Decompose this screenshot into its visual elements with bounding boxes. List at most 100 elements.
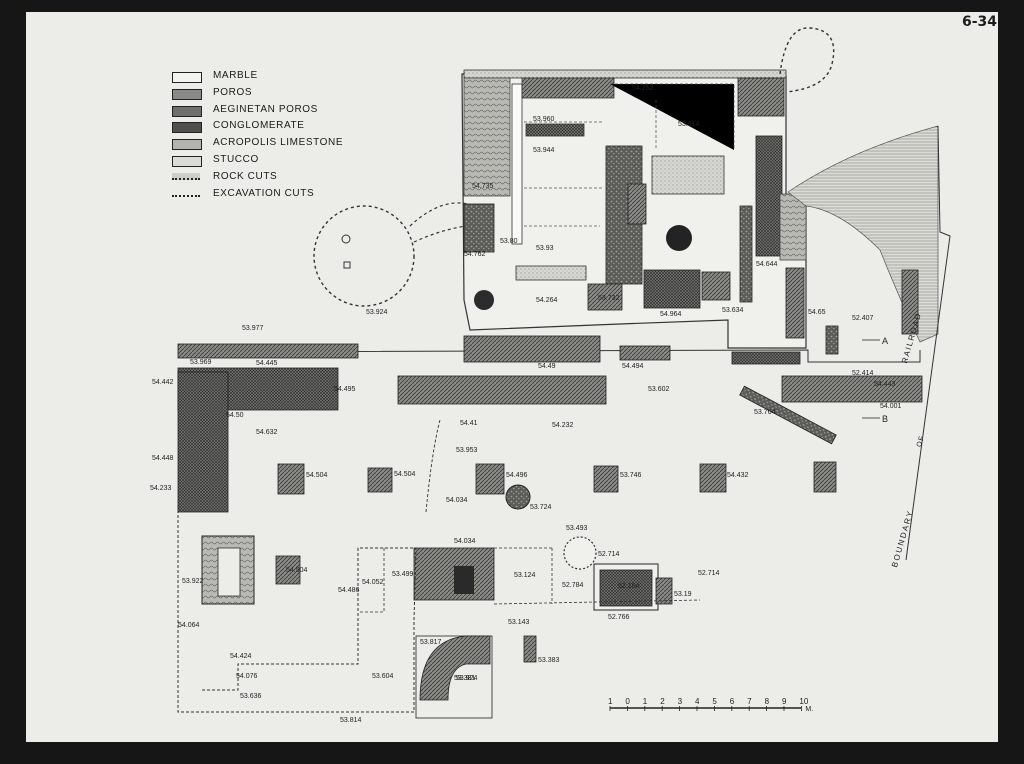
section-mark-b: B bbox=[882, 414, 888, 424]
scale-tick-label: 6 bbox=[730, 697, 735, 706]
elevation-label: 53.602 bbox=[648, 386, 670, 393]
elevation-label: 52.407 bbox=[852, 315, 874, 322]
elevation-label: 53.143 bbox=[508, 619, 530, 626]
legend-label: POROS bbox=[213, 86, 253, 98]
legend-swatch-limestone bbox=[172, 139, 202, 151]
legend-item-stucco: STUCCO bbox=[172, 154, 372, 168]
elevation-label: 52.784 bbox=[562, 582, 584, 589]
elevation-label: 54.264 bbox=[536, 297, 558, 304]
elevation-label: 54.448 bbox=[152, 455, 174, 462]
elevation-label: 54.735 bbox=[472, 183, 494, 190]
legend-item-conglomerate: CONGLOMERATE bbox=[172, 120, 372, 134]
elevation-label: 54.50 bbox=[226, 412, 244, 419]
legend-label: STUCCO bbox=[213, 154, 259, 165]
elevation-label: 53.969 bbox=[190, 359, 212, 366]
elevation-label: 54.504 bbox=[306, 472, 328, 479]
elevation-label: 54.001 bbox=[880, 403, 902, 410]
legend-item-excavation: EXCAVATION CUTS bbox=[172, 188, 372, 202]
legend-swatch-poros bbox=[172, 88, 202, 100]
legend-swatch-conglomerate bbox=[172, 122, 202, 134]
elevation-label: 53.960 bbox=[533, 116, 555, 123]
scale-tick-label: 2 bbox=[660, 697, 665, 706]
elevation-label: 54.076 bbox=[236, 673, 258, 680]
elevation-label: 54.443 bbox=[874, 381, 896, 388]
elevation-label: 54.432 bbox=[727, 472, 749, 479]
elevation-label: 53.746 bbox=[620, 472, 642, 479]
elevation-labels: 54.752 53.914 53.960 53.944 54.735 53.80 53.93… bbox=[150, 85, 902, 724]
apse-outline bbox=[779, 27, 835, 93]
elevation-label: 53.493 bbox=[566, 525, 588, 532]
legend-swatch-aeginetan bbox=[172, 105, 202, 117]
elevation-label: 54.034 bbox=[454, 538, 476, 545]
elevation-label: 53.93 bbox=[536, 245, 554, 252]
elevation-label: 54.762 bbox=[464, 251, 486, 258]
elevation-label: 54.504 bbox=[394, 471, 416, 478]
scale-tick-label: 1 bbox=[643, 697, 648, 706]
elevation-label: 53.953 bbox=[456, 447, 478, 454]
elevation-label: 54.644 bbox=[756, 261, 778, 268]
elevation-label: 52.414 bbox=[852, 370, 874, 377]
elevation-label: 53.724 bbox=[530, 504, 552, 511]
elevation-label: 53.922 bbox=[182, 578, 204, 585]
elevation-label: 53.499 bbox=[392, 571, 414, 578]
upper-enclosure bbox=[461, 69, 807, 349]
scale-tick-label: 1 bbox=[608, 697, 613, 706]
scale-tick-label: 10 bbox=[799, 697, 808, 706]
legend-swatch-excavation bbox=[172, 190, 200, 197]
elevation-label: 54.233 bbox=[150, 485, 172, 492]
elevation-label: 54.232 bbox=[552, 422, 574, 429]
elevation-label: 53.732 bbox=[598, 295, 620, 302]
elevation-label: 54.632 bbox=[256, 429, 278, 436]
legend-item-limestone: ACROPOLIS LIMESTONE bbox=[172, 137, 372, 151]
elevation-label: 53.914 bbox=[678, 121, 700, 128]
scale-tick-label: 3 bbox=[678, 697, 683, 706]
scale-tick-label: 7 bbox=[747, 697, 752, 706]
elevation-label: 54.495 bbox=[334, 386, 356, 393]
legend-swatch-rock bbox=[172, 172, 200, 180]
elevation-label: 54.064 bbox=[178, 622, 200, 629]
elevation-label: 54.49 bbox=[538, 363, 556, 370]
elevation-label: 53.19 bbox=[674, 591, 692, 598]
legend-item-aeginetan: AEGINETAN POROS bbox=[172, 104, 372, 118]
elevation-label: 53.944 bbox=[533, 147, 555, 154]
legend-swatch-stucco bbox=[172, 156, 202, 167]
elevation-label: 54.41 bbox=[460, 420, 478, 427]
lower-complex bbox=[177, 269, 923, 719]
sheet-number: 6-34 bbox=[962, 14, 998, 30]
elevation-label: 54.964 bbox=[660, 311, 682, 318]
legend-label: EXCAVATION CUTS bbox=[213, 187, 315, 199]
legend-label: CONGLOMERATE bbox=[213, 120, 305, 132]
legend-swatch-marble bbox=[172, 72, 202, 83]
legend-label: ACROPOLIS LIMESTONE bbox=[213, 137, 344, 149]
elevation-label: 53.924 bbox=[456, 675, 478, 682]
elevation-label: 54.052 bbox=[362, 579, 384, 586]
legend-item-rock: ROCK CUTS bbox=[172, 171, 372, 185]
section-mark-a: A bbox=[882, 336, 888, 346]
elevation-label: 54.504 bbox=[286, 567, 308, 574]
elevation-label: 53.80 bbox=[500, 238, 518, 245]
legend-label: ROCK CUTS bbox=[213, 170, 278, 182]
elevation-label: 52.766 bbox=[608, 614, 630, 621]
scale-tick-label: 5 bbox=[712, 697, 717, 706]
elevation-label: 53.634 bbox=[722, 307, 744, 314]
elevation-label: 53.814 bbox=[340, 717, 362, 724]
elevation-label: 54.486 bbox=[338, 587, 360, 594]
elevation-label: 52.714 bbox=[698, 570, 720, 577]
elevation-label: 52.164 bbox=[618, 583, 640, 590]
elevation-label: 53.383 bbox=[538, 657, 560, 664]
elevation-label: 53.604 bbox=[372, 673, 394, 680]
scale-unit: M. bbox=[805, 706, 813, 713]
scale-tick-label: 8 bbox=[765, 697, 770, 706]
elevation-label: 53.124 bbox=[514, 572, 536, 579]
scale-tick-label: 0 bbox=[625, 697, 630, 706]
scale-tick-label: 4 bbox=[695, 697, 700, 706]
elevation-label: 54.752 bbox=[632, 85, 654, 92]
elevation-label: 54.034 bbox=[446, 497, 468, 504]
elevation-label: 53.977 bbox=[242, 325, 264, 332]
elevation-label: 54.424 bbox=[230, 653, 252, 660]
circular-structure-outline bbox=[313, 205, 415, 307]
elevation-label: 53.924 bbox=[366, 309, 388, 316]
elevation-label: 54.496 bbox=[506, 472, 528, 479]
scale-tick-label: 9 bbox=[782, 697, 787, 706]
